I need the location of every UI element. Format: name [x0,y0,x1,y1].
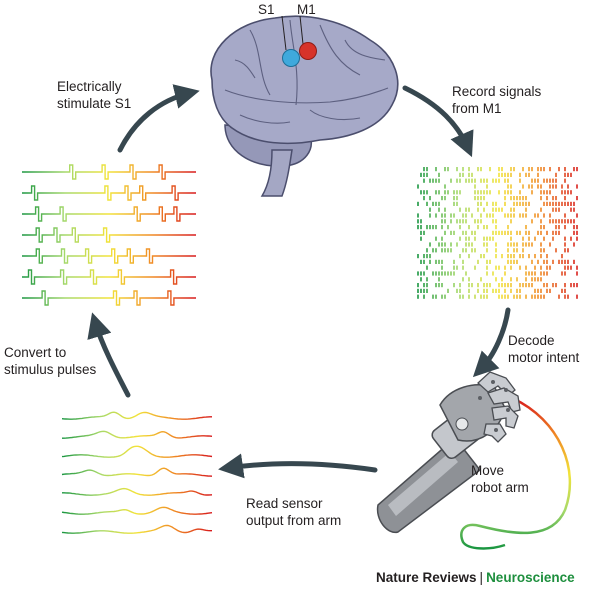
m1-label: M1 [297,2,316,17]
label-convert-to-stimulus-pulses: Convert to stimulus pulses [4,344,96,378]
label-line: Record signals [452,84,542,99]
robot-palm-sensor [455,417,469,431]
robot-finger-joints [478,380,510,432]
label-electrically-stimulate-s1: Electrically stimulate S1 [57,78,131,112]
stimulus-pulse-trace [22,269,196,285]
robot-arm-illustration [376,371,572,550]
stimulus-pulse-trace [22,185,196,201]
arrow-brain-to-record [402,85,474,158]
label-line: motor intent [508,350,580,365]
stimulus-pulse-trace [22,248,196,264]
m1-pointer-line [299,15,304,45]
label-line: stimulate S1 [57,96,132,111]
stimulus-pulse-trace [22,290,196,306]
stimulus-pulse-traces [22,164,196,306]
s1-pointer-line [281,15,287,51]
label-line: stimulus pulses [4,362,97,377]
journal-section: Neuroscience [486,570,575,585]
label-line: Read sensor [246,496,323,511]
stimulus-pulse-trace [22,164,196,180]
label-read-sensor-output: Read sensor output from arm [246,495,341,529]
journal-name: Nature Reviews [376,570,477,585]
sensor-waveform [61,467,213,477]
sensor-waveform [62,430,213,439]
stimulus-pulse-trace [22,206,196,222]
label-line: Convert to [4,345,67,360]
arrow-stimulate-to-brain [117,84,200,153]
sensor-waveform [62,487,213,496]
brain-stem [260,149,293,197]
journal-credit: Nature Reviews|Neuroscience [376,570,575,585]
label-line: Decode [508,333,555,348]
arrow-arm-to-read [218,453,378,479]
label-decode-motor-intent: Decode motor intent [508,332,579,366]
robot-arm-sensor-cable [460,396,572,550]
sensor-output-waveforms [61,411,213,534]
label-line: Move [471,463,505,478]
brain-cortex [210,15,399,145]
label-record-signals-from-m1: Record signals from M1 [452,83,541,117]
sensor-waveform [61,445,213,458]
m1-electrode [299,42,317,60]
arrow-record-to-decode [472,307,511,378]
s1-electrode [282,49,300,67]
label-line: Electrically [57,79,122,94]
sensor-waveform [61,524,212,534]
brain-illustration: S1 M1 [210,2,399,197]
label-move-robot-arm: Move robot arm [471,462,529,496]
label-line: from M1 [452,101,502,116]
robot-forearm-highlight [388,452,458,516]
cycle-arrows [87,84,511,479]
arrow-convert-to-stimulate [87,312,131,398]
credit-separator: | [479,570,484,585]
sensor-waveform [61,506,213,515]
spike-raster-plot [417,167,578,299]
stimulus-pulse-trace [22,227,196,243]
s1-label: S1 [258,2,275,17]
label-line: output from arm [246,513,342,528]
sensor-waveform [61,411,212,420]
label-line: robot arm [471,480,529,495]
